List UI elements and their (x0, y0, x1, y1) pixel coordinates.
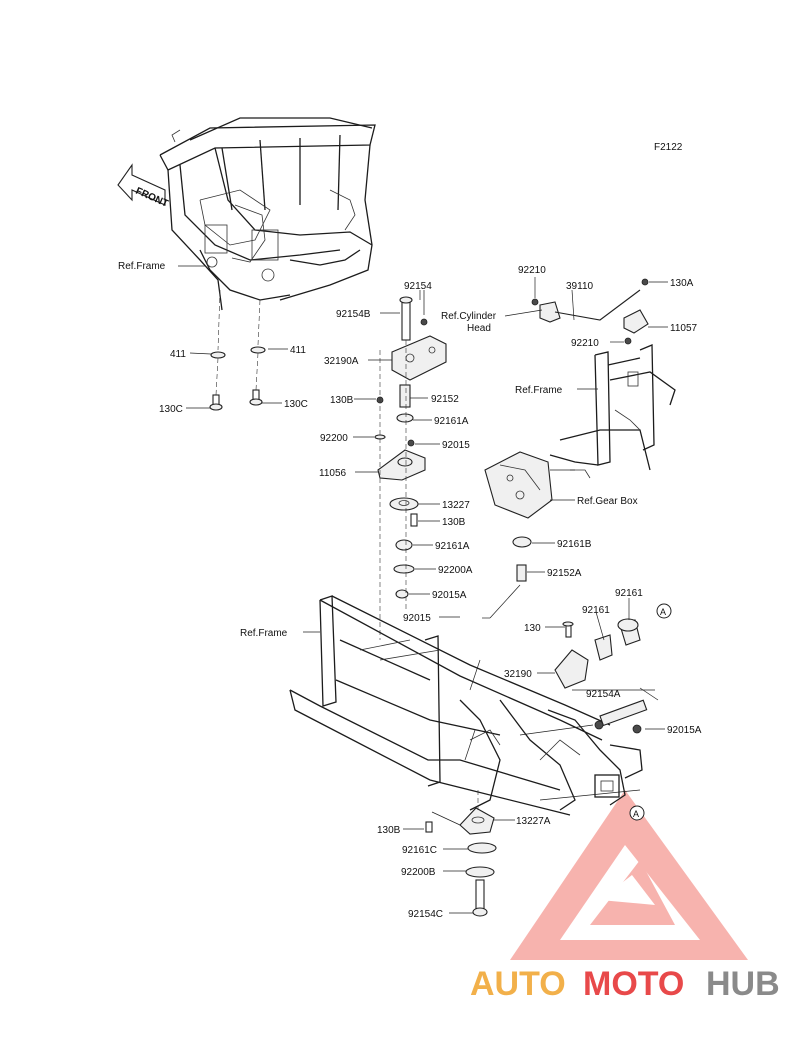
upper-engine-mount (374, 290, 447, 640)
label-32190a: 32190A (324, 356, 359, 367)
top-frame-assembly (159, 117, 376, 311)
cylinder-head-bracket (531, 278, 649, 345)
label-92210-1: 92210 (518, 265, 546, 276)
watermark-moto: MOTO (583, 965, 684, 1003)
label-11057: 11057 (670, 323, 698, 334)
label-130b-c: 130B (377, 825, 401, 836)
diagram-code: F2122 (654, 142, 683, 153)
label-ref-frame-right: Ref.Frame (515, 385, 563, 396)
label-92161-1: 92161 (582, 605, 610, 616)
label-92210-2: 92210 (571, 338, 599, 349)
main-frame (289, 595, 643, 816)
label-92152a: 92152A (547, 568, 582, 579)
callout-a-top: A (656, 603, 672, 619)
label-ref-frame-top: Ref.Frame (118, 261, 166, 272)
label-ref-cylinder: Ref.Cylinder (441, 311, 497, 322)
label-92200b: 92200B (401, 867, 436, 878)
leader-lines (178, 265, 668, 914)
callout-a-bottom: A (629, 805, 645, 821)
label-130: 130 (524, 623, 541, 634)
label-411-left: 411 (170, 349, 186, 360)
label-92161a-1: 92161A (434, 416, 469, 427)
label-130b-a: 130B (330, 395, 354, 406)
label-92161b: 92161B (557, 539, 592, 550)
label-92015a-2: 92015A (667, 725, 702, 736)
front-arrow: FRONT (117, 163, 170, 210)
label-92154c: 92154C (408, 909, 443, 920)
label-39110: 39110 (566, 281, 594, 292)
label-ref-gear-box: Ref.Gear Box (577, 496, 638, 507)
watermark-logo (510, 790, 748, 960)
label-92154b: 92154B (336, 309, 371, 320)
label-13227a: 13227A (516, 816, 551, 827)
left-mount-hardware (209, 289, 266, 411)
label-92161c: 92161C (402, 845, 437, 856)
label-11056: 11056 (319, 468, 347, 479)
label-411-right: 411 (290, 345, 306, 356)
label-ref-frame-bottom: Ref.Frame (240, 628, 288, 639)
watermark-text: AUTO MOTO HUB (470, 965, 780, 1003)
label-92152: 92152 (431, 394, 459, 405)
watermark-hub: HUB (706, 965, 780, 1003)
label-92154: 92154 (404, 281, 432, 292)
label-92015a-1: 92015A (432, 590, 467, 601)
rear-mount-hardware (554, 618, 659, 734)
label-32190: 32190 (504, 669, 532, 680)
label-130c-right: 130C (284, 399, 308, 410)
label-92015-1: 92015 (442, 440, 470, 451)
label-92015-2: 92015 (403, 613, 431, 624)
gear-box-bracket (484, 451, 553, 582)
label-92200: 92200 (320, 433, 348, 444)
svg-text:A: A (660, 607, 666, 617)
right-frame-reference (549, 344, 676, 479)
label-130c-left: 130C (159, 404, 183, 415)
label-130a: 130A (670, 278, 694, 289)
svg-text:A: A (633, 809, 639, 819)
label-130b-b: 130B (442, 517, 466, 528)
label-92200a: 92200A (438, 565, 473, 576)
label-92154a: 92154A (586, 689, 621, 700)
label-13227: 13227 (442, 500, 470, 511)
label-ref-head: Head (467, 323, 491, 334)
label-92161a-2: 92161A (435, 541, 470, 552)
part-labels: Ref.Frame 411 411 130C 130C 92154 92154B… (118, 261, 702, 920)
watermark-auto: AUTO (470, 965, 566, 1003)
label-92161-2: 92161 (615, 588, 643, 599)
bottom-mount-stack (425, 790, 497, 917)
